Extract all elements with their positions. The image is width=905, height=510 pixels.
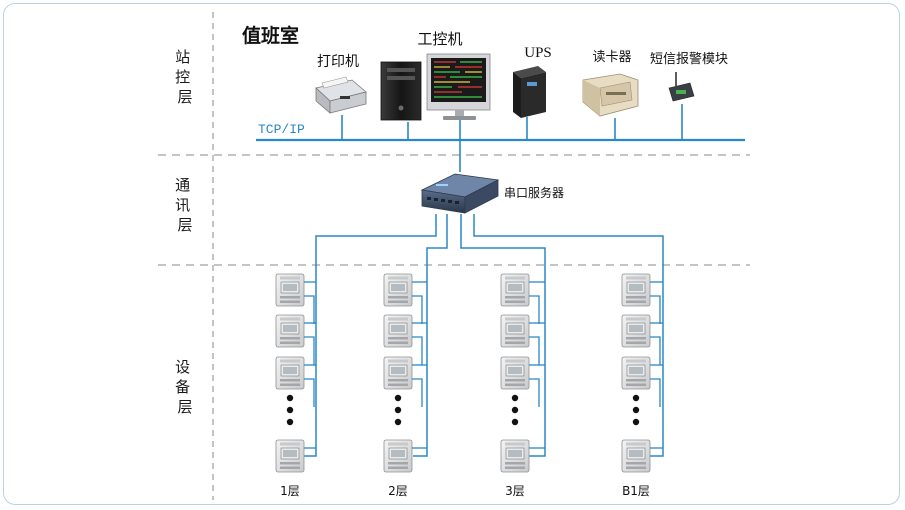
power-meter-icon [500, 439, 530, 473]
monitor-icon [426, 53, 491, 120]
network-label: TCP/IP [258, 122, 305, 137]
power-meter-icon [621, 356, 651, 390]
layer-label-device: 设 备 层 [175, 358, 195, 416]
meter-chain-line [650, 336, 661, 365]
ups-label: UPS [524, 45, 552, 61]
more-meters-dot [286, 394, 294, 402]
meter-chain-line [304, 378, 315, 407]
floor-columns: 1层 2层 3层 B1层 [275, 273, 663, 498]
more-meters-dot [632, 418, 640, 426]
floor-label: B1层 [622, 484, 650, 498]
layer-comm-ch2: 讯 [175, 196, 190, 214]
layer-label-station: 站 控 层 [175, 48, 195, 106]
more-meters-dot [632, 394, 640, 402]
floor-column: 2层 [383, 273, 427, 498]
power-meter-icon [500, 314, 530, 348]
power-meter-icon [383, 356, 413, 390]
serial-server-label: 串口服务器 [504, 185, 564, 200]
meter-chain-line [529, 336, 540, 365]
floor-column: B1层 [621, 273, 663, 498]
meter-chain-line [304, 336, 315, 365]
layer-device-ch2: 备 [175, 378, 190, 396]
more-meters-dot [511, 394, 519, 402]
power-meter-icon [275, 439, 305, 473]
meter-chain-line [412, 378, 423, 407]
printer-icon [315, 76, 367, 114]
layer-station-ch1: 站 [175, 48, 190, 66]
layer-station-ch2: 控 [175, 68, 190, 86]
serial-branches [304, 214, 664, 457]
layer-station-ch3: 层 [177, 88, 192, 106]
layer-comm-ch1: 通 [175, 176, 190, 194]
power-meter-icon [275, 273, 305, 307]
power-meter-icon [383, 439, 413, 473]
reader-label: 读卡器 [592, 50, 631, 65]
ipc-label: 工控机 [417, 30, 462, 48]
meter-chain-line [412, 295, 423, 324]
floor-label: 2层 [388, 484, 408, 498]
power-meter-icon [275, 314, 305, 348]
power-meter-icon [500, 273, 530, 307]
layer-device-ch3: 层 [177, 398, 192, 416]
floor-column: 3层 [500, 273, 545, 498]
meter-chain-line [412, 336, 423, 365]
device-drops [341, 104, 683, 140]
layer-label-comm: 通 讯 层 [175, 176, 195, 234]
printer-label: 打印机 [317, 53, 359, 70]
more-meters-dot [394, 406, 402, 414]
more-meters-dot [286, 418, 294, 426]
more-meters-dot [511, 418, 519, 426]
power-meter-icon [621, 439, 651, 473]
more-meters-dot [394, 394, 402, 402]
card-reader-icon [582, 73, 639, 117]
layer-comm-ch3: 层 [177, 216, 192, 234]
power-meter-icon [500, 356, 530, 390]
meter-chain-line [650, 378, 661, 407]
power-meter-icon [383, 314, 413, 348]
layer-device-ch1: 设 [175, 358, 190, 376]
power-meter-icon [621, 273, 651, 307]
serial-server-icon [420, 173, 500, 214]
sms-module-icon [668, 72, 695, 102]
sms-module-label: 短信报警模块 [650, 51, 728, 67]
pc-tower-icon [380, 61, 422, 121]
ups-icon [513, 66, 546, 118]
power-meter-icon [275, 356, 305, 390]
more-meters-dot [394, 418, 402, 426]
power-meter-icon [621, 314, 651, 348]
more-meters-dot [286, 406, 294, 414]
meter-chain-line [650, 295, 661, 324]
room-title: 值班室 [242, 24, 299, 47]
more-meters-dot [511, 406, 519, 414]
floor-label: 3层 [505, 484, 525, 498]
power-meter-icon [383, 273, 413, 307]
more-meters-dot [632, 406, 640, 414]
meter-chain-line [304, 295, 315, 324]
meter-chain-line [529, 295, 540, 324]
floor-column: 1层 [275, 273, 316, 498]
meter-chain-line [529, 378, 540, 407]
floor-label: 1层 [280, 484, 300, 498]
